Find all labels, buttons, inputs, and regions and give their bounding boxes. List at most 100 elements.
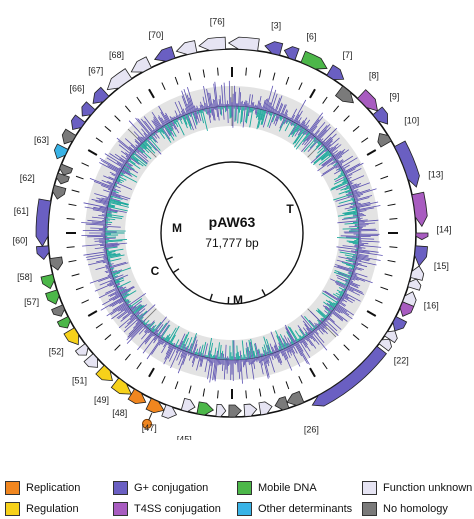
legend-swatch-function-unknown xyxy=(362,481,377,495)
scale-tick xyxy=(380,175,389,180)
scale-tick xyxy=(124,105,131,113)
scale-tick xyxy=(68,259,77,263)
scale-tick xyxy=(333,105,340,113)
gene-label: [7] xyxy=(342,50,352,60)
scale-tick xyxy=(66,246,75,248)
scale-tick xyxy=(114,344,121,351)
scale-tick xyxy=(387,259,396,263)
gene-arrow-g-conjugation xyxy=(81,101,96,117)
gene-arrow-g-conjugation xyxy=(283,46,300,61)
legend-label: T4SS conjugation xyxy=(134,503,221,515)
legend-label: Function unknown xyxy=(383,482,473,494)
scale-tick xyxy=(245,390,247,399)
scale-tick xyxy=(161,82,166,91)
gene-arrow-g-conjugation xyxy=(36,245,50,261)
scale-tick xyxy=(124,353,131,361)
plasmid-map-svg: [76][3][6][7][8][9][10][13][14][15][16][… xyxy=(13,17,452,441)
scale-tick xyxy=(322,96,328,104)
gene-arrow-nohomology xyxy=(377,132,392,148)
scale-tick xyxy=(202,69,206,78)
gene-arrow-other xyxy=(53,143,69,160)
inner-circle xyxy=(160,161,304,305)
scale-tick xyxy=(309,367,316,378)
gene-arrow-g-conjugation xyxy=(392,315,408,332)
gene-label: [60] xyxy=(13,235,28,245)
scale-tick xyxy=(380,286,389,291)
legend-item-g-conjugation: G+ conjugation xyxy=(113,480,208,496)
region-boundary-tick xyxy=(261,289,266,297)
gene-label: [22] xyxy=(394,356,409,366)
region-label-m-bottom: M xyxy=(233,293,243,307)
legend-label: G+ conjugation xyxy=(134,482,209,494)
legend-item-no-homology: No homology xyxy=(362,501,448,517)
scale-tick xyxy=(68,203,77,207)
legend-swatch-t4ss xyxy=(113,502,128,516)
gene-label: [48] xyxy=(112,408,127,418)
gene-arrow-mobile xyxy=(45,289,60,305)
gene-label: [6] xyxy=(306,31,316,41)
legend-label: No homology xyxy=(383,503,448,515)
gene-arrow-regulation xyxy=(63,327,79,346)
gene-arrow-unknown xyxy=(180,397,196,412)
legend: Replication G+ conjugation Mobile DNA Fu… xyxy=(0,478,474,519)
scale-tick xyxy=(285,76,290,85)
gene-label: [8] xyxy=(369,71,379,81)
scale-tick xyxy=(285,381,290,390)
gene-arrow-regulation xyxy=(110,377,132,395)
gene-arrow-t4ss xyxy=(356,89,379,112)
gene-arrow-nohomology xyxy=(51,304,66,317)
scale-tick xyxy=(174,381,179,390)
scale-tick xyxy=(71,189,80,193)
gene-label: [3] xyxy=(271,21,281,31)
scale-tick xyxy=(343,344,350,351)
scale-tick xyxy=(104,334,112,341)
gene-label: [13] xyxy=(428,170,443,180)
legend-swatch-g-conjugation xyxy=(113,481,128,495)
scale-tick xyxy=(75,286,84,291)
scale-tick xyxy=(71,273,80,277)
gene-arrow-nohomology xyxy=(56,172,70,185)
gene-arrow-nohomology xyxy=(52,184,67,200)
legend-item-mobile-dna: Mobile DNA xyxy=(237,480,317,496)
plasmid-name: pAW63 xyxy=(209,214,256,230)
gene-arrow-nohomology xyxy=(274,396,290,411)
gene-label: [61] xyxy=(14,206,29,216)
gene-arrow-g-conjugation xyxy=(71,114,86,131)
gene-label: [66] xyxy=(69,83,84,93)
legend-swatch-no-homology xyxy=(362,502,377,516)
gene-arrow-unknown xyxy=(243,403,258,417)
gene-label: [9] xyxy=(389,92,399,102)
gene-arrows xyxy=(35,36,429,429)
scale-tick xyxy=(95,137,103,143)
gene-label: [49] xyxy=(94,395,109,405)
scale-tick xyxy=(188,72,192,81)
scale-tick xyxy=(389,246,398,248)
gene-arrow-unknown xyxy=(227,36,260,52)
gene-arrow-unknown xyxy=(407,278,422,291)
gc-skew-spikes xyxy=(104,105,360,361)
gene-label: [45] xyxy=(177,435,192,440)
gene-label: [76] xyxy=(210,17,225,27)
plasmid-map: [76][3][6][7][8][9][10][13][14][15][16][… xyxy=(13,17,452,441)
legend-swatch-other-determinants xyxy=(237,502,252,516)
gene-label: [68] xyxy=(109,50,124,60)
gene-arrow-unknown xyxy=(258,401,273,416)
gene-arrow-nohomology xyxy=(286,390,305,406)
gene-label: [62] xyxy=(20,173,35,183)
scale-tick xyxy=(66,218,75,220)
gene-arrow-g-conjugation xyxy=(311,345,388,407)
gene-arrow-nohomology xyxy=(228,404,242,418)
gene-arrow-regulation xyxy=(95,364,113,382)
gene-arrow-unknown xyxy=(74,343,89,356)
gene-label: [14] xyxy=(436,224,451,234)
gene-label: [15] xyxy=(434,261,449,271)
scale-tick xyxy=(374,162,383,167)
gene-arrow-unknown xyxy=(175,40,198,55)
gene-arrow-unknown xyxy=(130,56,152,73)
legend-item-replication: Replication xyxy=(5,480,80,496)
scale-tick xyxy=(245,67,247,76)
scale-tick xyxy=(322,362,328,370)
scale-tick xyxy=(361,323,369,329)
scale-tick xyxy=(352,334,360,341)
scale-tick xyxy=(384,189,393,193)
